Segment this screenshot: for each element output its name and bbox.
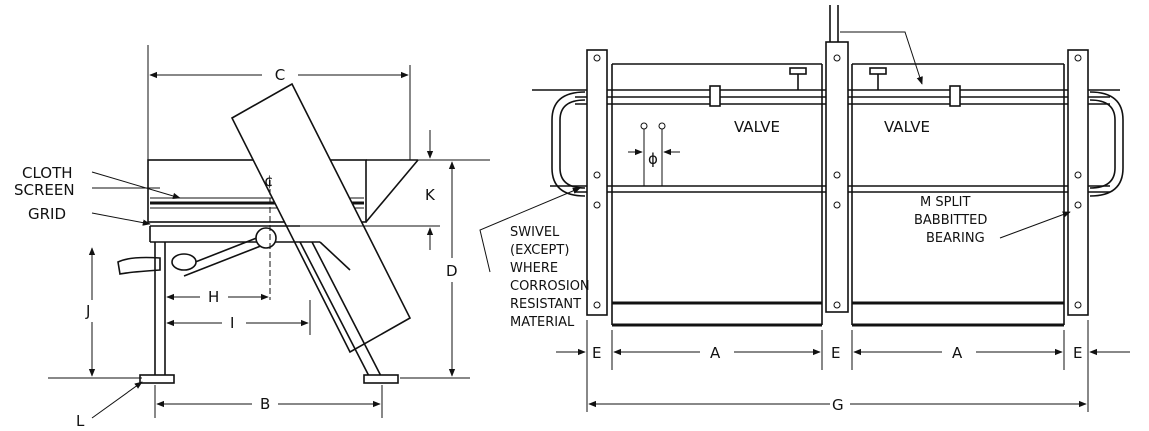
bearing-note: M SPLIT BABBITTED BEARING [914, 195, 1071, 246]
discharge-chute [230, 82, 412, 354]
dim-label-k: K [425, 186, 436, 204]
dimension-d: D [400, 161, 470, 379]
foot-pad-right [363, 374, 399, 384]
dimension-b: B [154, 385, 383, 418]
cloth-label: CLOTH [22, 164, 73, 182]
post-center [825, 41, 849, 313]
dim-label-a-left: A [710, 344, 721, 362]
phi-detail: ϕ [628, 122, 680, 186]
post-right [1067, 49, 1089, 316]
screen-label: SCREEN [14, 181, 75, 199]
side-view: C ¢ CLOTH [14, 45, 490, 430]
swivel-note-line-6: MATERIAL [510, 315, 575, 330]
dim-label-j: J [85, 302, 90, 320]
dim-label-e-1: E [592, 344, 601, 362]
valve-label-left: VALVE [734, 118, 780, 136]
dim-label-b: B [260, 395, 270, 413]
dim-label-a-right: A [952, 344, 963, 362]
bearing-note-line-3: BEARING [926, 231, 985, 246]
dim-label-d: D [446, 262, 458, 280]
grid-label: GRID [28, 205, 66, 223]
swivel-note-line-1: SWIVEL [510, 225, 560, 240]
dimension-h: H [166, 288, 269, 306]
dimension-j: J [48, 247, 142, 379]
foot-pad-left [139, 374, 175, 384]
bearing-note-line-2: BABBITTED [914, 213, 987, 228]
swivel-note-line-4: CORROSION [510, 279, 590, 294]
bearing-note-line-1: M SPLIT [920, 195, 971, 210]
dim-label-l: L [76, 412, 85, 430]
dim-label-c: C [275, 66, 285, 84]
valve-symbols [709, 67, 961, 107]
dim-label-e-2: E [831, 344, 840, 362]
phi-label: ϕ [648, 150, 658, 168]
dimension-k: K [425, 130, 436, 250]
dim-label-e-3: E [1073, 344, 1082, 362]
front-view: VALVE VALVE ϕ SWIVEL (EXCEPT) WHERE CORR… [479, 5, 1130, 414]
dimension-row-bottom: E A E A E G [556, 320, 1130, 414]
dimension-c: C [149, 66, 409, 84]
swivel-note-line-3: WHERE [510, 261, 558, 276]
swivel-note-line-2: (EXCEPT) [510, 243, 569, 258]
dimension-i: I [166, 300, 311, 335]
swivel-note-line-5: RESISTANT [510, 297, 581, 312]
valve-label-right: VALVE [884, 118, 930, 136]
dim-label-h: H [208, 288, 219, 306]
centerline-mark: ¢ [264, 172, 274, 190]
swivel-note: SWIVEL (EXCEPT) WHERE CORROSION RESISTAN… [479, 187, 590, 330]
post-left [586, 49, 608, 316]
dim-label-g: G [832, 396, 844, 414]
dim-label-i: I [230, 314, 234, 332]
callout-l: L [76, 381, 143, 430]
